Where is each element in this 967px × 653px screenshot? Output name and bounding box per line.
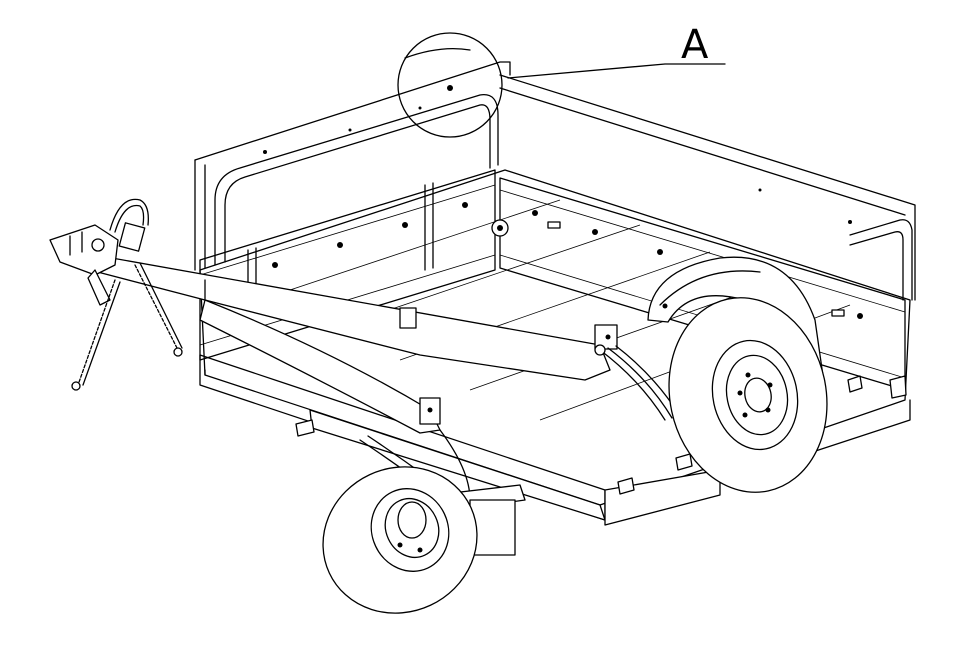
leader-line-a — [507, 63, 726, 79]
lower-rail — [604, 469, 721, 526]
side-panel-rear — [194, 61, 916, 301]
wheel-left — [322, 466, 478, 614]
coupling-head — [49, 224, 119, 306]
callout-label-a: A — [681, 22, 709, 68]
wheel-right — [668, 297, 828, 493]
detail-circle-a — [397, 32, 503, 138]
leaf-spring-right — [594, 344, 681, 421]
safety-chain — [71, 262, 183, 391]
drawbar — [89, 254, 618, 521]
electrical-cable — [109, 198, 149, 252]
clips — [295, 375, 907, 495]
